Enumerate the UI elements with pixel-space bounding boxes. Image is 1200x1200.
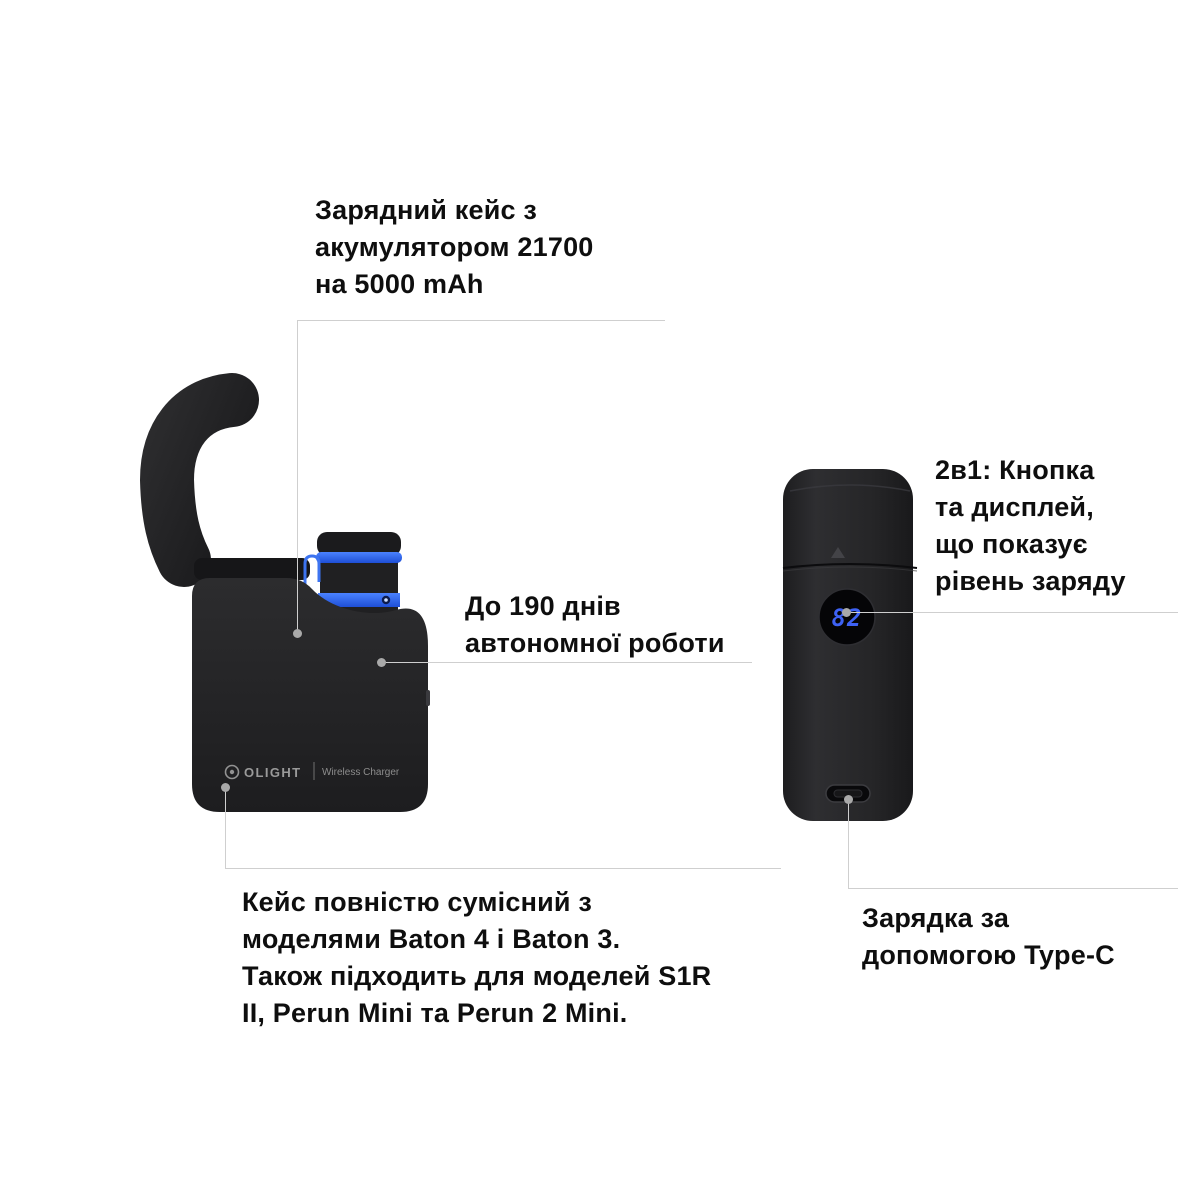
brand-sub-text: Wireless Charger bbox=[322, 767, 400, 778]
case-branding: OLIGHT Wireless Charger bbox=[224, 762, 400, 780]
callout-dot-typec bbox=[843, 794, 853, 804]
brand-text: OLIGHT bbox=[244, 765, 302, 780]
annotation-autonomy: До 190 днів автономної роботи bbox=[465, 591, 725, 658]
flashlight-switch-band bbox=[318, 593, 400, 607]
callout-line-typec-vertical bbox=[848, 799, 849, 888]
usb-c-port[interactable] bbox=[825, 784, 871, 803]
flashlight-bezel-ring bbox=[316, 552, 402, 563]
charging-case-closed: 82 bbox=[782, 469, 918, 821]
callout-line-compatibility-horizontal bbox=[225, 868, 781, 869]
annotation-button-display: 2в1: Кнопка та дисплей, що показує рівен… bbox=[935, 455, 1126, 596]
lid-seam bbox=[782, 563, 918, 569]
charge-indicator-triangle-icon bbox=[831, 547, 845, 558]
callout-dot-autonomy bbox=[376, 657, 386, 667]
case-lid bbox=[140, 373, 259, 587]
callout-line-compatibility-vertical bbox=[225, 787, 226, 868]
callout-line-typec-horizontal bbox=[848, 888, 1178, 889]
callout-line-autonomy bbox=[381, 662, 752, 663]
charging-case-open: OLIGHT Wireless Charger bbox=[140, 373, 430, 812]
callout-dot-compatibility bbox=[220, 782, 230, 792]
annotation-battery-case: Зарядний кейс з акумулятором 21700 на 50… bbox=[315, 195, 594, 299]
case-side-button bbox=[426, 690, 430, 706]
callout-line-display bbox=[846, 612, 1178, 613]
flashlight-switch-icon-dot bbox=[384, 598, 388, 602]
lid-seam-highlight bbox=[782, 566, 918, 572]
callout-dot-display bbox=[841, 607, 851, 617]
case-top-sheen bbox=[789, 484, 911, 492]
reset-pin-clip bbox=[303, 554, 321, 588]
flashlight-head bbox=[317, 532, 401, 556]
battery-display[interactable] bbox=[818, 588, 876, 646]
case-back-rim bbox=[194, 558, 310, 580]
callout-dot-battery-case bbox=[292, 628, 302, 638]
annotation-compatibility: Кейс повністю сумісний з моделями Baton … bbox=[242, 887, 712, 1028]
callout-line-battery-case-vertical bbox=[297, 320, 298, 630]
callout-line-battery-case-horizontal bbox=[297, 320, 665, 321]
case-body bbox=[192, 578, 428, 812]
annotation-type-c: Зарядка за допомогою Type-C bbox=[862, 903, 1115, 970]
brand-logo-icon bbox=[224, 764, 240, 780]
brand-logo-icon-dot bbox=[229, 769, 235, 775]
